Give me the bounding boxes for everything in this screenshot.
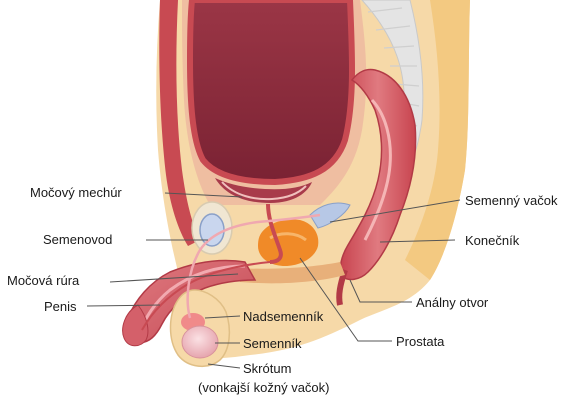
testis-shape (182, 326, 218, 358)
label-prostate: Prostata (396, 334, 444, 349)
label-testis: Semenník (243, 336, 302, 351)
label-seminal-vesicle: Semenný vačok (465, 193, 558, 208)
label-scrotum-note: (vonkajší kožný vačok) (198, 380, 330, 395)
label-scrotum: Skrótum (243, 361, 291, 376)
label-bladder: Močový mechúr (30, 185, 122, 200)
label-urethra: Močová rúra (7, 273, 79, 288)
bladder-shape (190, 0, 352, 182)
label-epididymis: Nadsemenník (243, 309, 323, 324)
label-rectum: Konečník (465, 233, 519, 248)
label-anus: Análny otvor (416, 295, 488, 310)
label-penis: Penis (44, 299, 77, 314)
label-vas-deferens: Semenovod (43, 232, 112, 247)
